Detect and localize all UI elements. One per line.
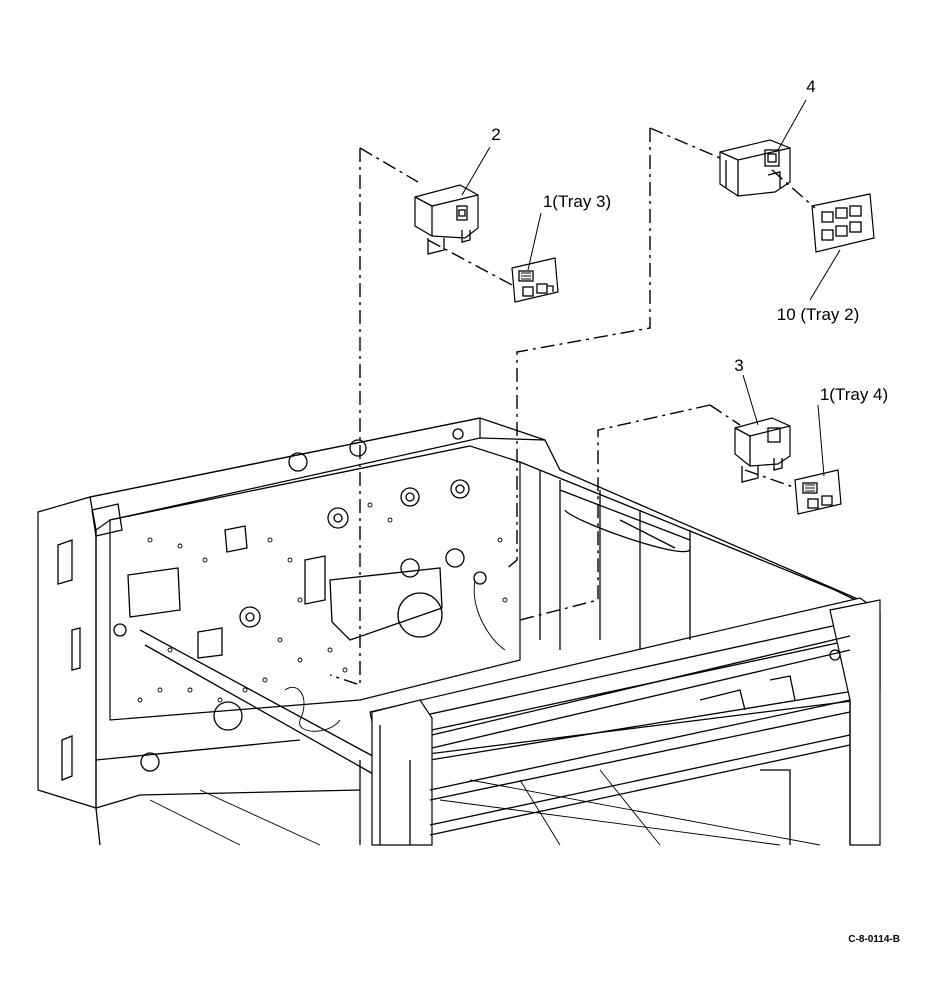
callout-4: 4 — [806, 77, 815, 96]
sensor-board-part-1-tray-4 — [794, 469, 842, 515]
callout-1-tray-3: 1(Tray 3) — [543, 192, 611, 211]
callout-1-tray-4: 1(Tray 4) — [820, 385, 888, 404]
bracket-part-4 — [719, 139, 791, 197]
sensor-board-part-10-tray-2 — [811, 193, 875, 253]
callout-2: 2 — [491, 125, 500, 144]
assembly-lines — [329, 127, 816, 686]
callout-10-tray-2: 10 (Tray 2) — [777, 305, 860, 324]
tray-module-frame — [37, 417, 881, 846]
sensor-board-part-1-tray-3 — [511, 257, 559, 303]
leader-lines — [461, 99, 841, 477]
callout-3: 3 — [734, 356, 743, 375]
figure-id: C-8-0114-B — [848, 934, 900, 945]
bracket-part-3 — [734, 417, 791, 483]
bracket-part-2 — [414, 184, 479, 255]
